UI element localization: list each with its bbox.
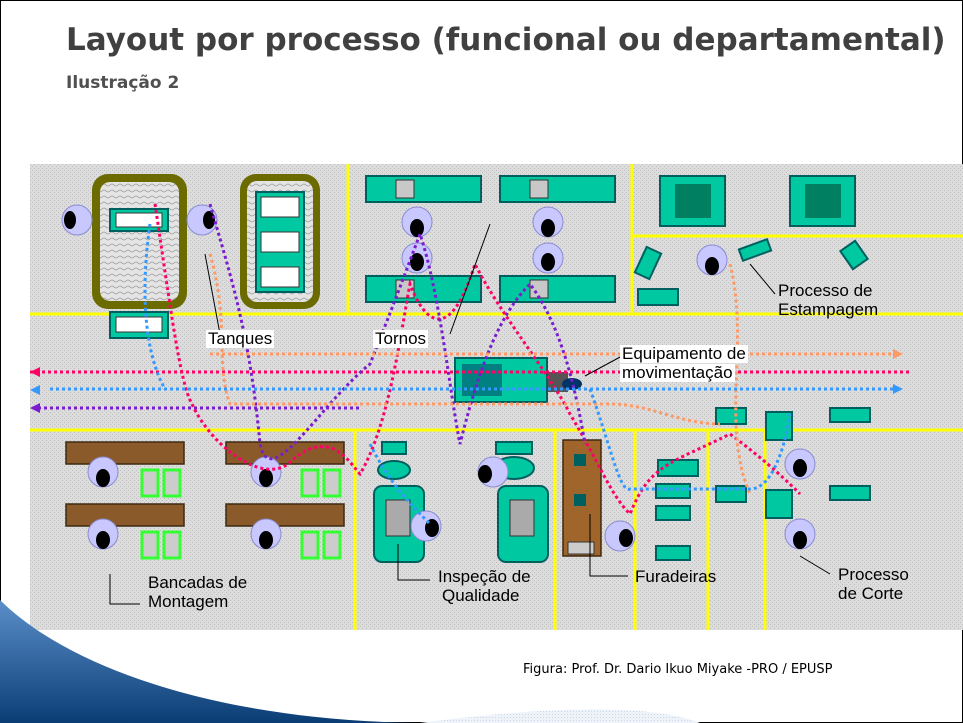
aisle-lines — [30, 164, 963, 630]
tank-small — [240, 174, 320, 309]
label-furadeiras: Furadeiras — [635, 567, 717, 586]
label-estampagem-line2: Estampagem — [778, 300, 879, 319]
slide-title: Layout por processo (funcional ou depart… — [66, 22, 946, 58]
lathe-chucks — [395, 179, 549, 299]
figure-caption: Figura: Prof. Dr. Dario Ikuo Miyake -PRO… — [523, 662, 833, 677]
slide-subtitle: Ilustração 2 — [66, 73, 180, 93]
decorative-wedge — [0, 600, 700, 723]
route-blue — [50, 223, 900, 526]
leader-lines — [109, 223, 831, 605]
worker-heads — [64, 211, 807, 549]
forklift — [454, 357, 582, 403]
lathes — [365, 175, 616, 303]
route-orange — [208, 253, 900, 495]
label-inspecao-line2: Qualidade — [442, 586, 520, 605]
presses — [633, 175, 870, 306]
tank-unit-standalone — [109, 311, 169, 339]
layout-diagram: Tanques Tornos Processo de Estampagem Eq… — [30, 164, 963, 630]
label-equipamento-line2: movimentação — [620, 363, 735, 382]
drill-area — [562, 439, 699, 561]
layout-drawing — [30, 164, 963, 630]
label-inspecao-line1: Inspeção de — [438, 567, 531, 586]
label-estampagem-line1: Processo de — [778, 281, 873, 300]
label-corte-line2: de Corte — [838, 584, 904, 603]
label-corte-line1: Processo — [838, 565, 909, 584]
label-tanques: Tanques — [206, 329, 275, 348]
label-equipamento-line1: Equipamento de — [620, 344, 748, 363]
inspection-stations — [373, 441, 549, 563]
label-tornos: Tornos — [373, 329, 429, 348]
tank-large — [92, 174, 187, 309]
route-red — [30, 203, 910, 517]
bins — [140, 468, 342, 560]
route-arrowheads — [30, 349, 903, 413]
label-bancadas-line2: Montagem — [148, 592, 229, 611]
label-bancadas-line1: Bancadas de — [148, 573, 248, 592]
